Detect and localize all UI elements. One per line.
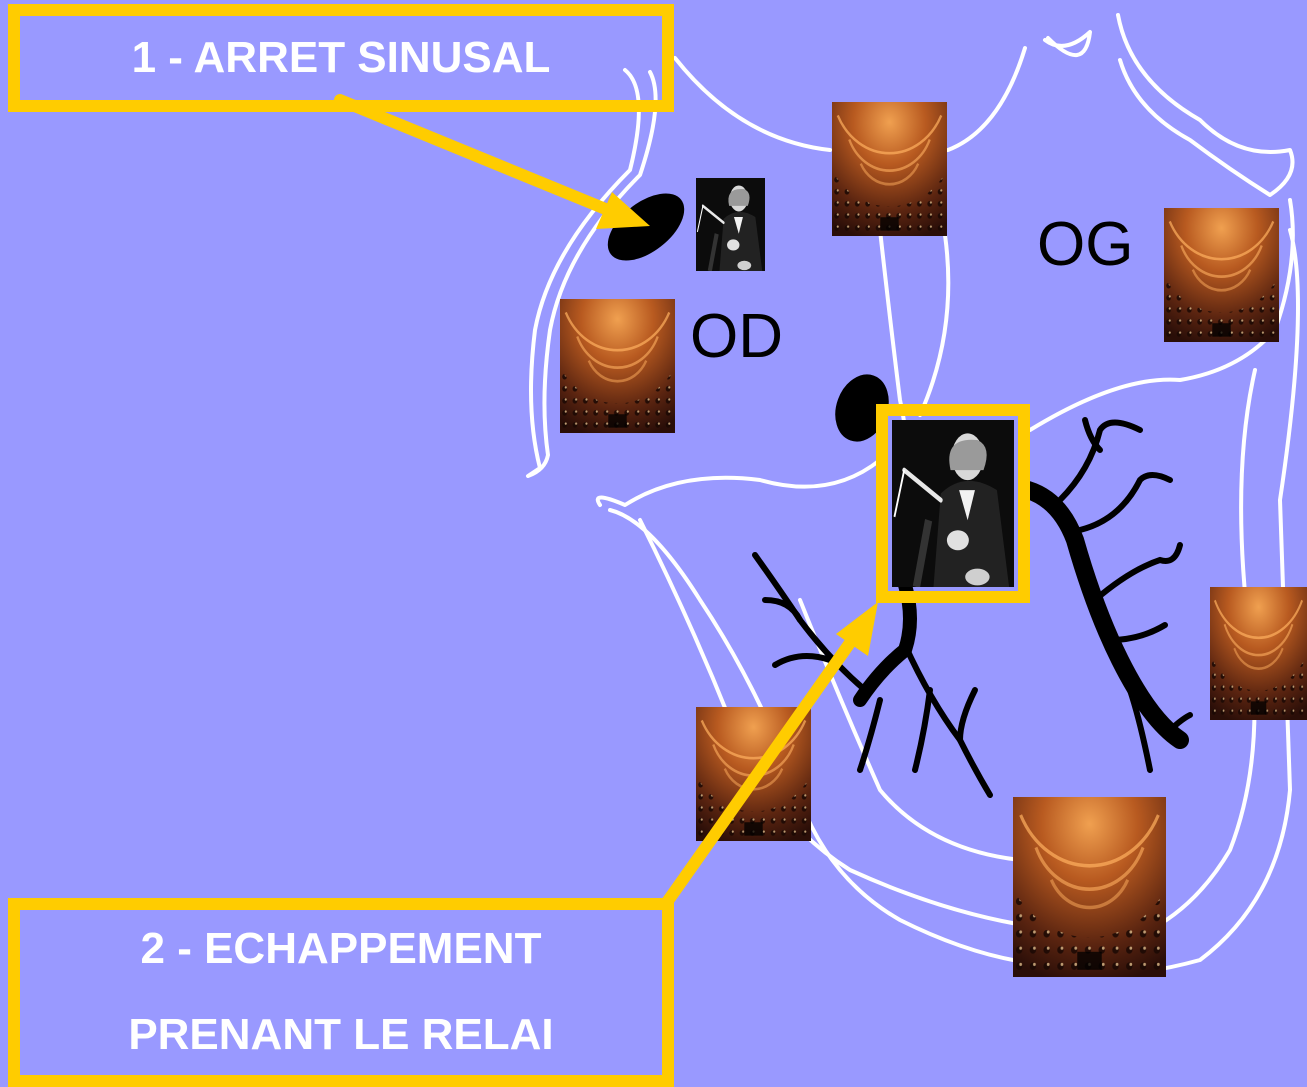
conductor-picture-escape (892, 420, 1014, 587)
purkinje-fiber (902, 642, 993, 798)
sinus-node (607, 193, 685, 261)
conductor-picture-sinus (696, 178, 765, 271)
escape-label-line2: PRENANT LE RELAI (128, 1010, 554, 1059)
purkinje-fiber (1127, 687, 1153, 773)
purkinje-fiber (857, 697, 883, 773)
escape-rhythm-callout: 2 - ECHAPPEMENT PRENANT LE RELAI (8, 898, 674, 1087)
orchestra-picture-apex (1013, 797, 1166, 977)
purkinje-fiber (1057, 419, 1143, 503)
purkinje-fiber (1077, 472, 1173, 533)
arrow-head-icon (836, 602, 878, 656)
purkinje-fiber (1082, 417, 1103, 453)
purkinje-fiber (1092, 542, 1183, 603)
purkinje-fiber (957, 687, 978, 743)
arrow-head-icon (596, 192, 650, 229)
left-ventricle-outline (1028, 198, 1300, 977)
left-atrium-label: OG (1037, 210, 1134, 279)
orchestra-picture-left-atrium (1164, 208, 1279, 342)
arrow-to-sinus-node (334, 94, 614, 216)
purkinje-fiber (912, 687, 933, 773)
orchestra-picture-right-edge (1210, 587, 1307, 720)
purkinje-fiber (1162, 712, 1193, 738)
callout-arrows (334, 94, 878, 911)
orchestra-picture-right-atrium (560, 299, 675, 433)
purkinje-fiber (772, 653, 833, 668)
conduction-system (607, 193, 1193, 798)
left-bundle-branch (1019, 481, 1189, 749)
purkinje-fiber (762, 597, 803, 623)
orchestra-picture-top (832, 102, 947, 236)
sinus-arrest-label: 1 - ARRET SINUSAL (131, 33, 551, 82)
escape-label-line1: 2 - ECHAPPEMENT (140, 924, 542, 973)
aorta-outline (673, 30, 1092, 152)
right-atrium-label: OD (690, 302, 783, 371)
pulmonary-artery-outline (1116, 13, 1295, 197)
arrow-to-escape-focus (659, 634, 858, 911)
sinus-arrest-callout: 1 - ARRET SINUSAL (8, 4, 674, 112)
purkinje-fiber (1107, 622, 1168, 643)
purkinje-fibers (752, 417, 1193, 798)
escape-highlight-frame (876, 404, 1030, 603)
